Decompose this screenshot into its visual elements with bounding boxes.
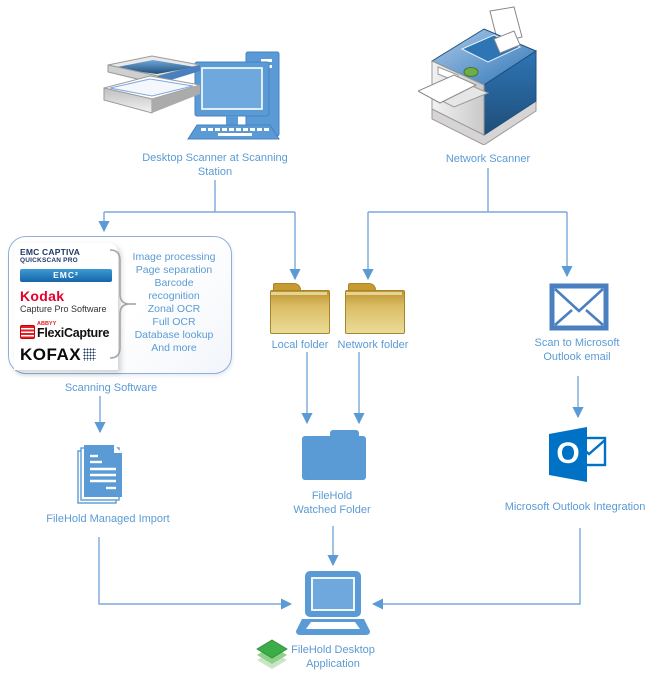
managed-import-label: FileHold Managed Import xyxy=(46,513,170,525)
watched-folder-label: FileHold Watched Folder xyxy=(293,490,371,516)
scanning-software-label: Scanning Software xyxy=(64,382,158,394)
desktop-application-label: FileHold Desktop Application xyxy=(291,644,375,670)
abbyy-icon xyxy=(20,325,35,339)
local-folder-icon xyxy=(270,283,330,334)
feature-line: Database lookup xyxy=(134,329,214,341)
scanning-software-logos: EMC CAPTIVA QUICKSCAN PRO EMC² Kodak Cap… xyxy=(14,243,118,370)
scan-to-outlook-label: Scan to Microsoft Outlook email xyxy=(534,337,620,363)
feature-line: And more xyxy=(151,342,197,354)
emc-badge-logo: EMC² xyxy=(20,269,112,282)
curly-brace-icon xyxy=(109,249,136,359)
flexicapture-logo: FlexiCapture xyxy=(37,326,110,340)
network-scanner-label: Network Scanner xyxy=(445,153,531,165)
feature-line: Image processing xyxy=(132,251,216,263)
network-folder-label: Network folder xyxy=(337,339,409,351)
outlook-integration-label: Microsoft Outlook Integration xyxy=(504,501,646,513)
abbyy-label: ABBYY xyxy=(37,321,57,327)
local-folder-label: Local folder xyxy=(271,339,329,351)
email-envelope-icon xyxy=(549,283,609,331)
scanning-software-features: Image processing Page separation Barcode… xyxy=(122,251,226,355)
kodak-logo: Kodak xyxy=(20,288,65,304)
kofax-logo: KOFAX xyxy=(20,345,82,364)
kodak-capture-pro-label: Capture Pro Software xyxy=(20,304,107,314)
feature-line: Full OCR xyxy=(152,316,196,328)
desktop-scanner-label: Desktop Scanner at Scanning Station xyxy=(142,152,288,178)
outlook-icon: O xyxy=(543,423,609,487)
feature-line: Barcode xyxy=(154,277,194,289)
feature-line: Page separation xyxy=(135,264,213,276)
filehold-logo-icon xyxy=(256,639,288,669)
filehold-desktop-icon xyxy=(296,571,370,635)
watched-folder-icon xyxy=(302,430,366,480)
desktop-scanner-icon xyxy=(103,51,280,140)
network-scanner-icon xyxy=(418,6,538,145)
emc-captiva-logo: EMC CAPTIVA xyxy=(20,247,81,257)
kofax-dots-icon xyxy=(83,348,97,361)
feature-line: Zonal OCR xyxy=(147,303,201,315)
network-folder-icon xyxy=(345,283,405,334)
managed-import-documents-icon xyxy=(77,445,122,504)
outlook-o-logo: O xyxy=(556,437,580,470)
quickscan-pro-logo: QUICKSCAN PRO xyxy=(20,257,78,264)
feature-line: recognition xyxy=(148,290,200,302)
